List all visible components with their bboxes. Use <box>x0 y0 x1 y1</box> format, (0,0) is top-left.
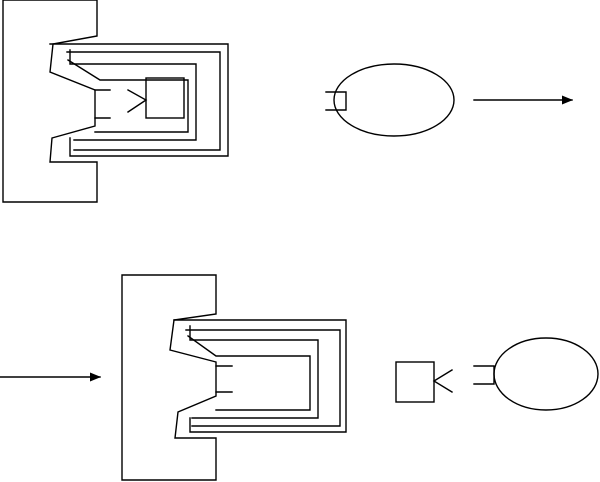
u-gripper-outer-top <box>49 43 229 157</box>
u-gripper-band-2 <box>66 51 221 151</box>
probe-prong-b <box>473 365 495 385</box>
bottom-panel <box>0 274 599 481</box>
probe-prong-upper <box>325 91 347 111</box>
u-gripper-inner <box>67 59 189 133</box>
top-panel <box>2 0 574 203</box>
socket-block-top <box>2 0 98 203</box>
small-square-block-b <box>395 361 435 403</box>
jaw-v-b <box>432 369 453 393</box>
small-square-block <box>145 77 185 119</box>
u-gripper-band-1 <box>69 49 197 141</box>
socket-block-bottom <box>121 274 217 481</box>
u-gripper-inner-b <box>187 335 311 411</box>
u-gripper-band-1b <box>189 325 319 419</box>
u-gripper-outer-bottom <box>173 319 347 433</box>
ellipse-probe-b <box>493 337 599 411</box>
ellipse-probe <box>333 63 455 137</box>
jaw-v <box>127 89 148 113</box>
u-gripper-band-2b <box>185 329 341 427</box>
